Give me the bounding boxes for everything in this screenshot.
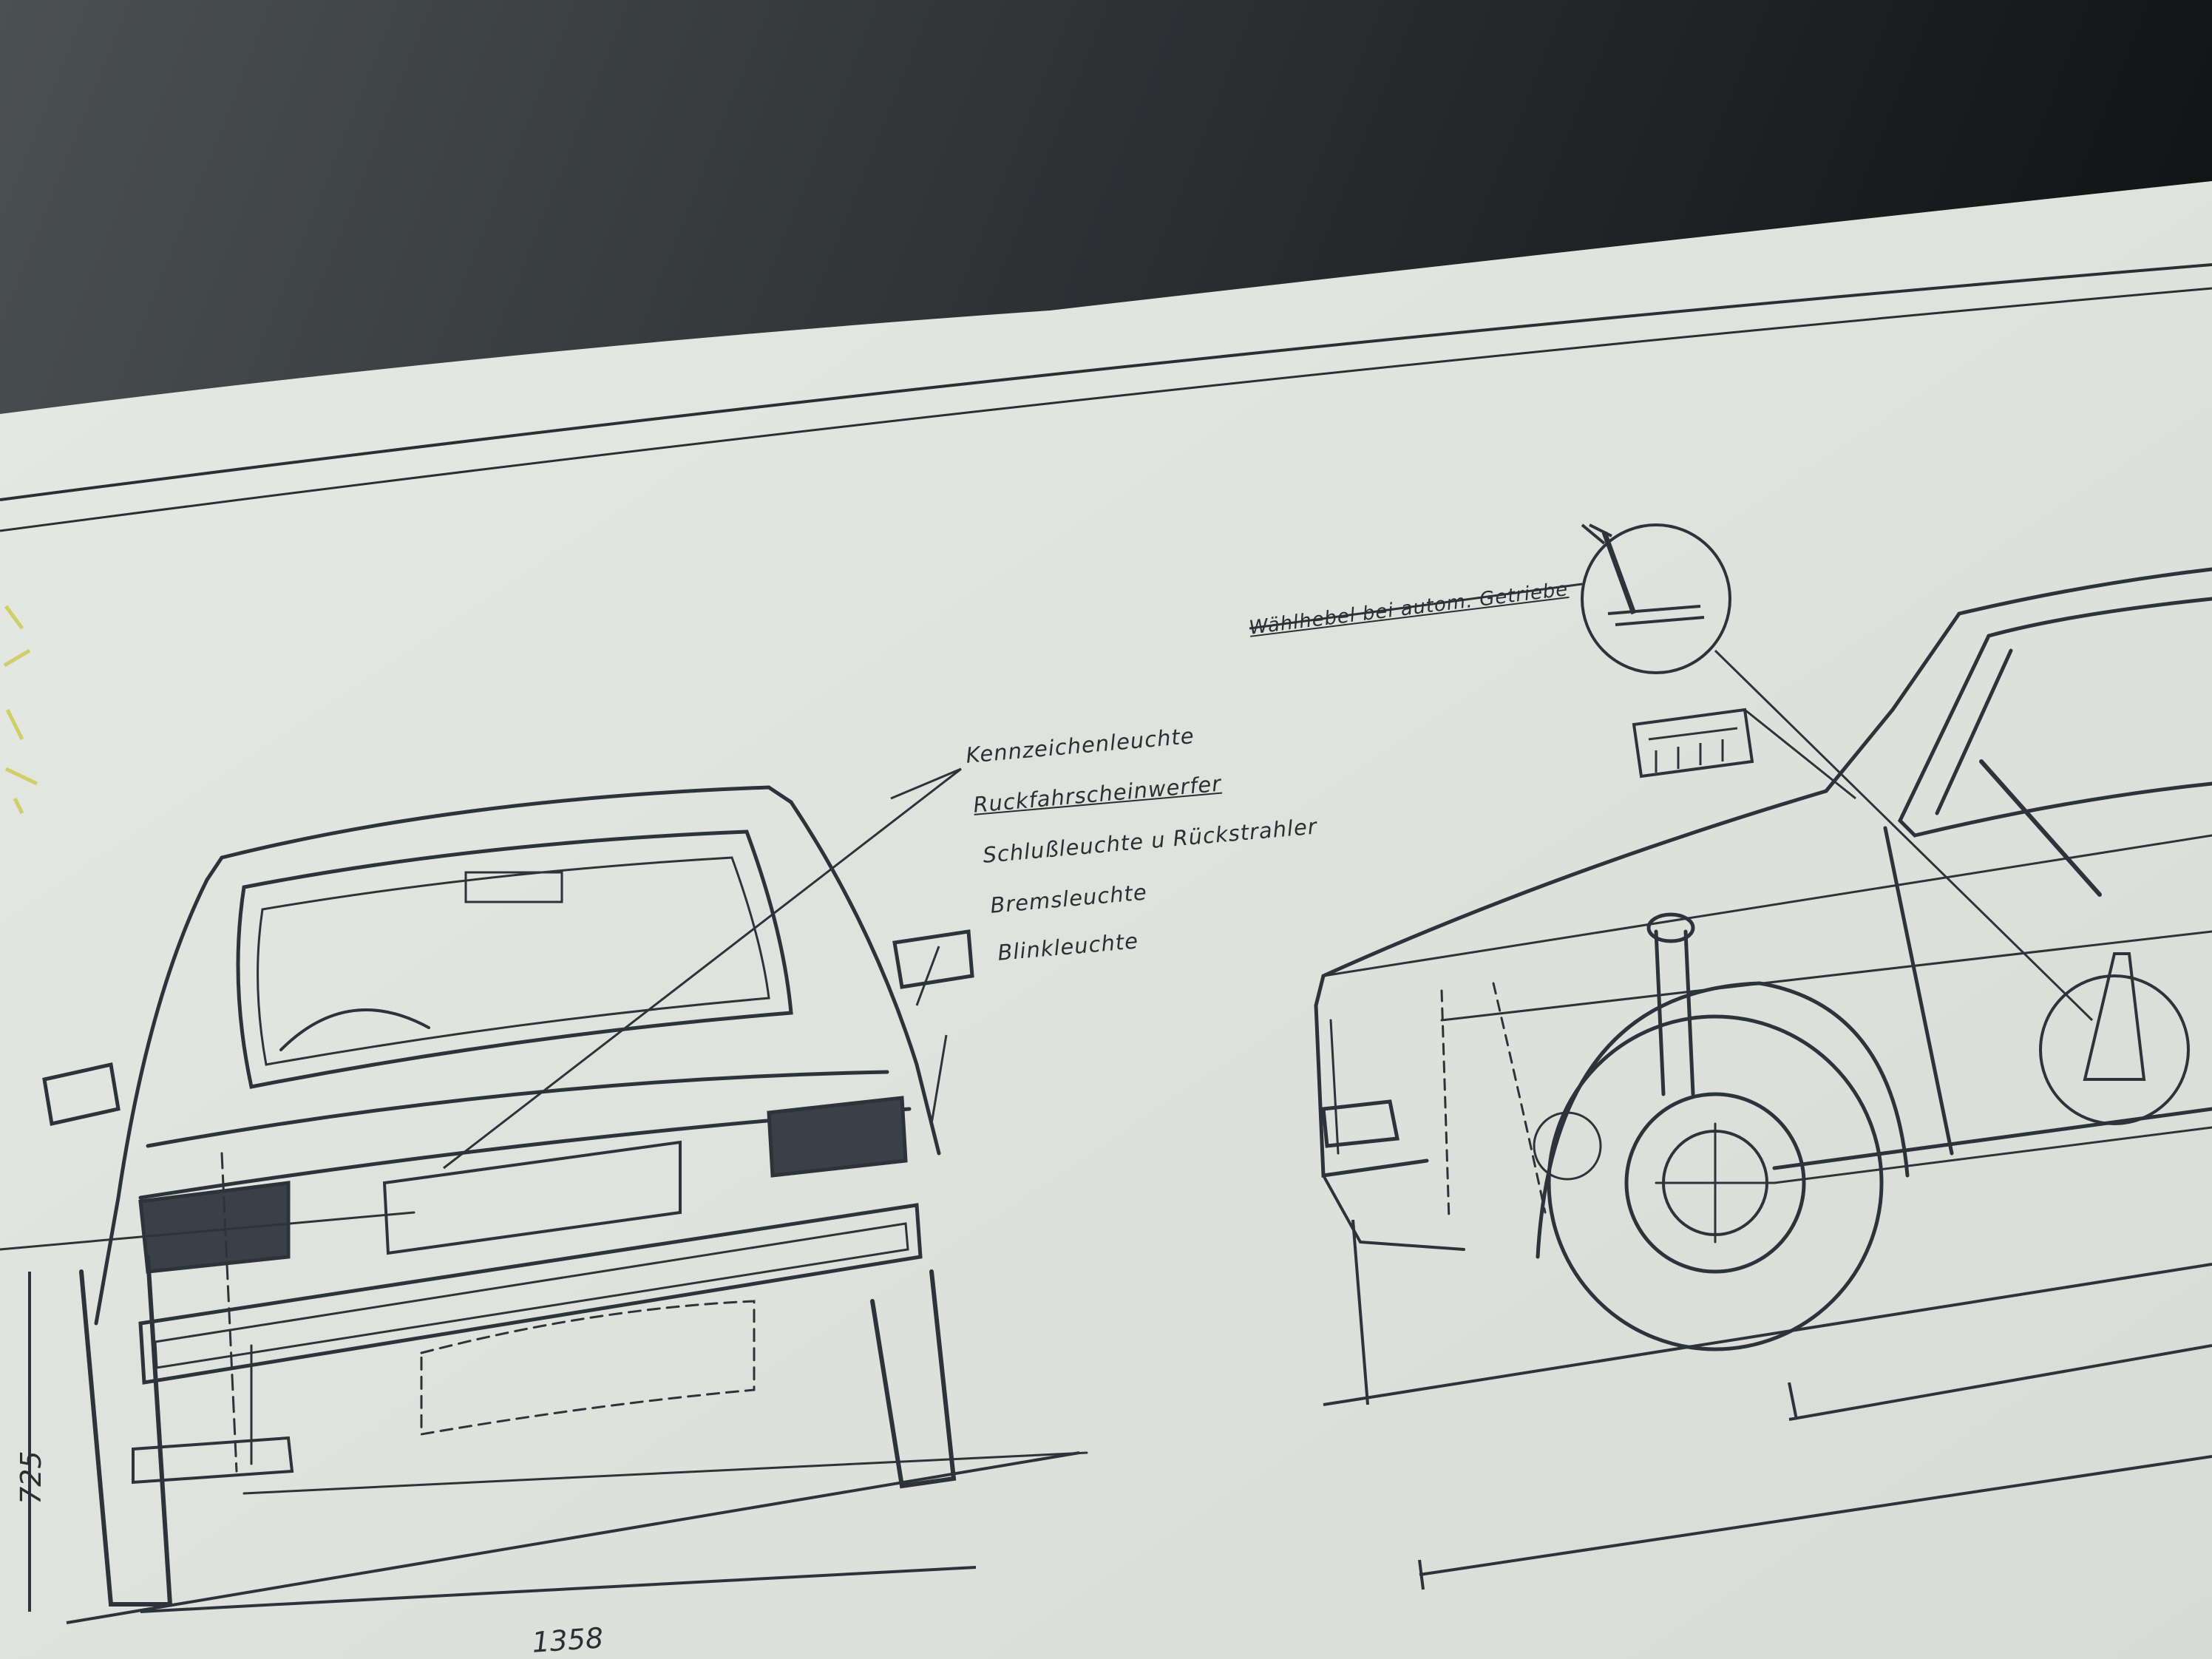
selector-lever-detail (1249, 523, 2094, 1022)
callout-leaders (443, 767, 962, 1170)
ground-line-side (1323, 1219, 2212, 1590)
paper-sheet (0, 181, 2212, 1659)
side-view-drawing (1314, 567, 2212, 1351)
stamp-mark (3, 605, 38, 815)
sheet-border (0, 263, 2212, 532)
ground-line-rear (28, 1272, 1080, 1624)
rear-view-drawing (0, 785, 1088, 1607)
gear-pattern-plate (1632, 708, 1856, 800)
dimension-track: 1358 (531, 1621, 605, 1659)
dimension-height: 725 (15, 1451, 47, 1504)
